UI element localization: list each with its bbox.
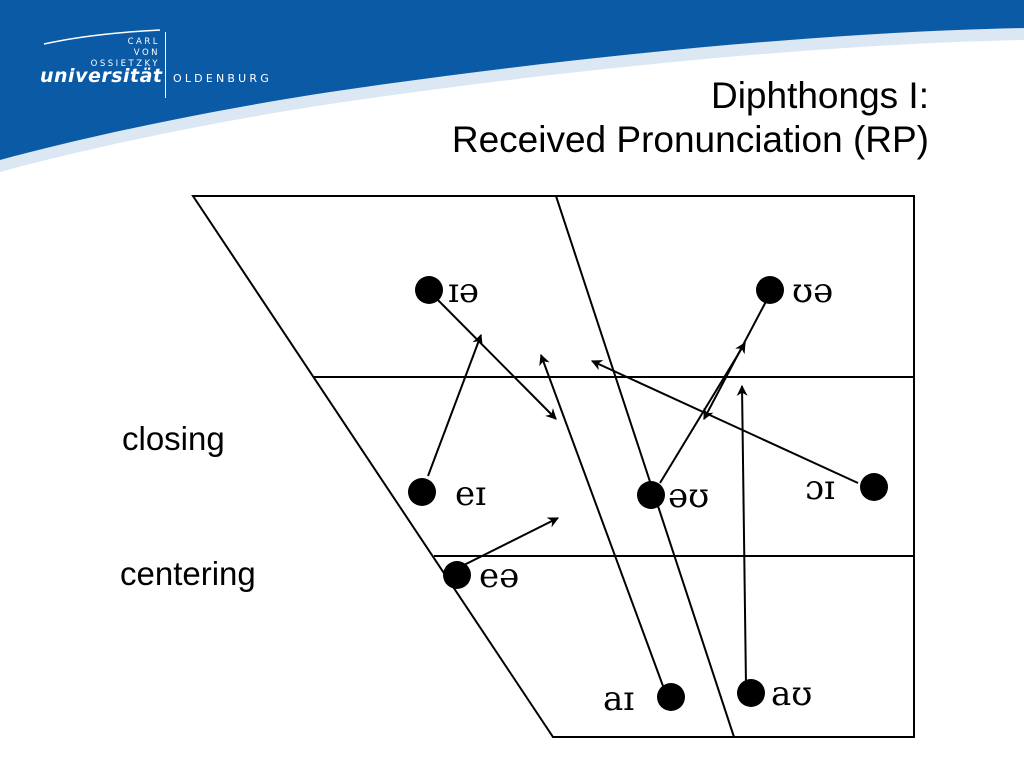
title-line-1: Diphthongs I: xyxy=(710,75,929,116)
arrow-ai xyxy=(539,353,664,687)
logo-carl-text: CARL xyxy=(127,37,160,47)
quadrilateral-outline xyxy=(191,195,915,738)
dot-au xyxy=(737,679,765,707)
symbol-ua: ʊə xyxy=(792,271,833,311)
symbol-ai: aɪ xyxy=(603,679,634,719)
symbol-ea: eə xyxy=(479,556,519,596)
symbol-ei: eɪ xyxy=(455,474,486,514)
dot-ea xyxy=(443,561,471,589)
logo-oldenburg-text: OLDENBURG xyxy=(173,72,273,85)
dot-oi xyxy=(860,473,888,501)
title-line-2: Received Pronunciation (RP) xyxy=(451,119,929,160)
logo-ossietzky-text: OSSIETZKY xyxy=(90,59,160,69)
arrow-oi xyxy=(591,360,859,484)
symbol-oi: ɔɪ xyxy=(805,468,835,508)
page-title: Diphthongs I: Received Pronunciation (RP… xyxy=(452,74,929,162)
arrow-schwa-u xyxy=(659,342,746,484)
arrow-ea xyxy=(461,517,559,567)
symbol-schwa-u: əʊ xyxy=(668,476,709,516)
dot-ei xyxy=(408,478,436,506)
header-banner xyxy=(0,0,1024,172)
logo-divider xyxy=(165,32,166,98)
symbol-ia: ɪə xyxy=(448,271,479,311)
label-closing: closing xyxy=(122,420,225,457)
label-centering: centering xyxy=(120,555,256,592)
logo-universitaet-text: universität xyxy=(40,65,163,87)
symbol-au: aʊ xyxy=(771,674,812,714)
arrow-au xyxy=(736,384,748,687)
dot-schwa-u xyxy=(637,481,665,509)
logo-von-text: VON xyxy=(133,48,160,58)
dot-ai xyxy=(657,683,685,711)
arrow-ei xyxy=(427,333,483,477)
grid-line-central xyxy=(555,195,735,738)
arrow-ia xyxy=(429,291,557,420)
dot-ia xyxy=(415,276,443,304)
dot-ua xyxy=(756,276,784,304)
